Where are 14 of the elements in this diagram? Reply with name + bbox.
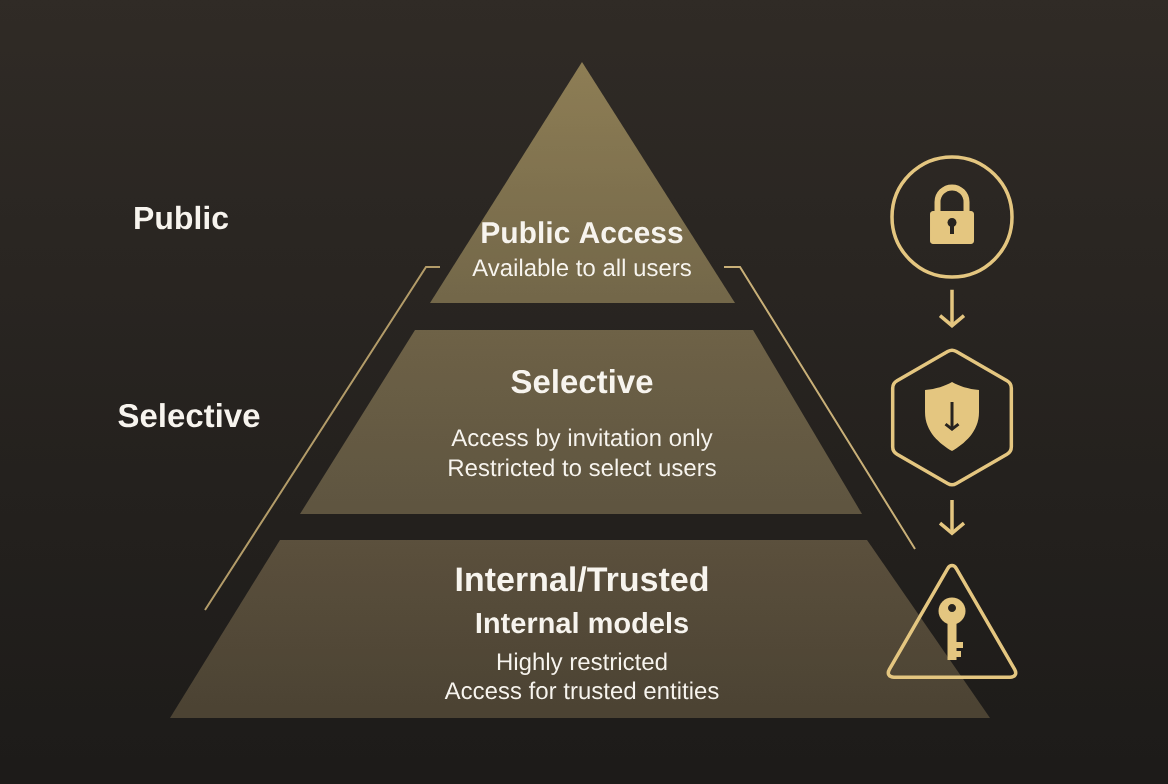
shield-icon <box>890 348 1014 487</box>
tier-title: Selective <box>511 369 653 394</box>
arrow <box>938 500 966 536</box>
lock-icon <box>890 155 1014 279</box>
side-label: Public <box>135 205 229 230</box>
tier-description: Available to all users <box>472 258 691 277</box>
tier-subtitle: Internal models <box>476 612 688 634</box>
side-label: Selective <box>118 403 260 428</box>
tier-title: Internal/Trusted <box>456 566 708 592</box>
tier-description: Highly restricted Access for trusted entities <box>444 652 719 700</box>
tier-description: Access by invitation only Restricted to select users <box>449 428 716 477</box>
arrow <box>938 289 966 328</box>
key-icon <box>886 563 1018 679</box>
tier-title: Public Access <box>482 221 683 244</box>
